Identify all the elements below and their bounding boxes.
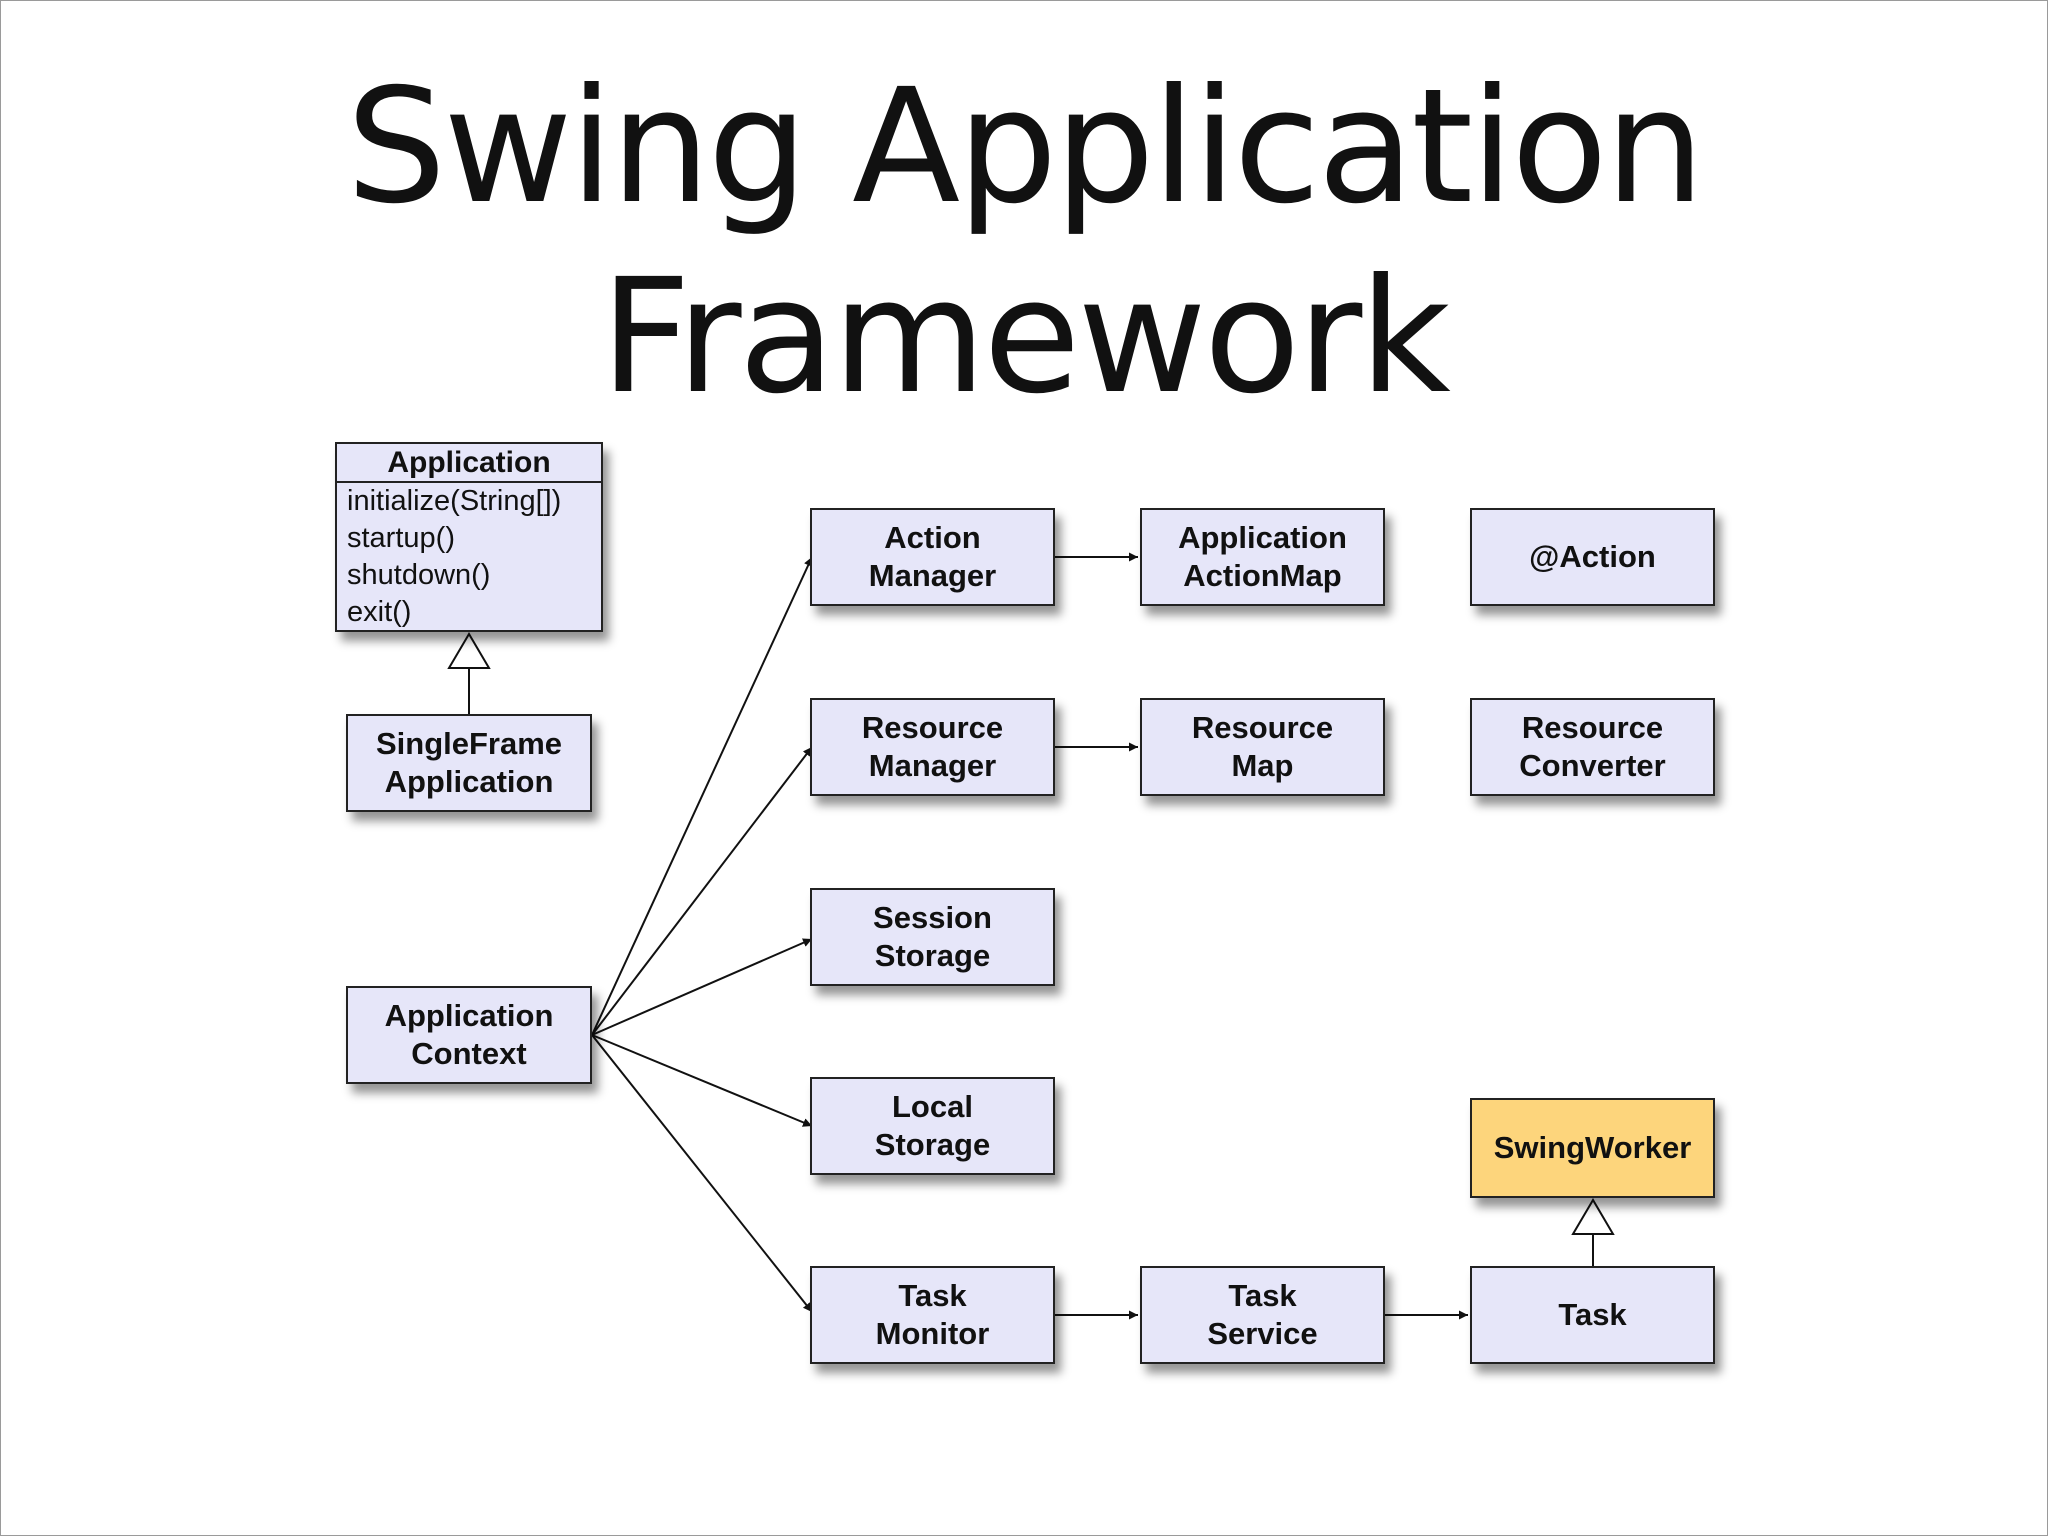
resource-converter-box: Resource Converter	[1470, 698, 1715, 796]
method-shutdown: shutdown()	[347, 559, 491, 591]
task-monitor-box: Task Monitor	[810, 1266, 1055, 1364]
action-annotation-box: @Action	[1470, 508, 1715, 606]
swingworker-box: SwingWorker	[1470, 1098, 1715, 1198]
session-storage-box: Session Storage	[810, 888, 1055, 986]
action-manager-box: Action Manager	[810, 508, 1055, 606]
application-context-box: Application Context	[346, 986, 592, 1084]
method-exit: exit()	[347, 596, 412, 628]
task-box: Task	[1470, 1266, 1715, 1364]
arrow-context-to-resource-manager	[591, 746, 813, 1036]
application-class-name: Application	[337, 444, 601, 483]
method-initialize: initialize(String[])	[347, 485, 562, 517]
local-storage-box: Local Storage	[810, 1077, 1055, 1175]
application-actionmap-box: Application ActionMap	[1140, 508, 1385, 606]
arrow-context-to-local-storage	[591, 1034, 813, 1127]
task-service-box: Task Service	[1140, 1266, 1385, 1364]
slide-title-line-1: Swing Application	[346, 55, 1705, 239]
inheritance-triangle-application	[447, 632, 491, 669]
resource-manager-box: Resource Manager	[810, 698, 1055, 796]
inheritance-triangle-swingworker	[1571, 1198, 1615, 1235]
arrow-context-to-task-monitor	[591, 1034, 813, 1313]
arrow-context-to-session-storage	[591, 938, 813, 1036]
method-startup: startup()	[347, 522, 455, 554]
single-frame-application-box: SingleFrame Application	[346, 714, 592, 812]
slide-title-line-2: Framework	[600, 245, 1451, 429]
arrow-context-to-action-manager	[591, 556, 813, 1036]
application-class-box: Application initialize(String[]) startup…	[335, 442, 603, 632]
resource-map-box: Resource Map	[1140, 698, 1385, 796]
